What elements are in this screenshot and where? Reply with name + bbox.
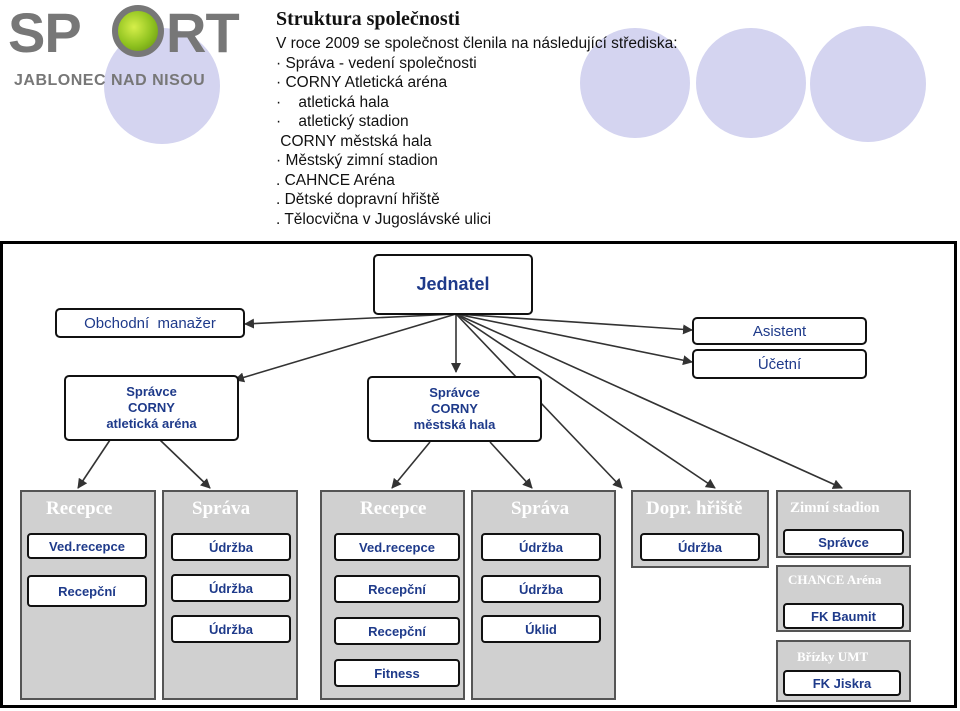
dept-item: Údržba [481, 533, 601, 561]
admin-hall-box: Správce CORNY městská hala [367, 376, 542, 442]
dept-column-head: Správa [192, 498, 251, 519]
dept-column-head: Dopr. hřiště [646, 498, 743, 519]
logo-subtitle: JABLONEC NAD NISOU [14, 72, 206, 89]
dept-column-head: Břízky UMT [797, 649, 869, 664]
dept-column-head: Recepce [360, 498, 427, 519]
header-line: . CAHNCE Aréna [276, 172, 395, 189]
admin-arena-line: Správce [126, 384, 177, 399]
admin-arena-box: Správce CORNY atletická aréna [64, 375, 239, 441]
decor-circle [810, 26, 926, 142]
admin-arena-line: atletická aréna [106, 416, 197, 431]
accountant-label: Účetní [757, 355, 802, 373]
dept-item: Úklid [481, 615, 601, 643]
admin-hall-line: CORNY [431, 401, 478, 416]
header-line: · atletická hala [276, 94, 389, 111]
header-line: · CORNY Atletická aréna [276, 74, 448, 91]
header-line: · Správa - vedení společnosti [276, 55, 477, 72]
ceo-label: Jednatel [416, 274, 490, 294]
accountant-box: Účetní [692, 349, 867, 379]
admin-arena-line: CORNY [128, 400, 175, 415]
sales-manager-label: Obchodní manažer [84, 314, 216, 332]
dept-item: Recepční [334, 617, 460, 645]
decor-circle [580, 28, 690, 138]
dept-column-head: Správa [511, 498, 570, 519]
dept-item: Recepční [334, 575, 460, 603]
logo-ball-icon [112, 5, 164, 57]
assistant-box: Asistent [692, 317, 867, 345]
decor-circle [696, 28, 806, 138]
dept-item: FK Baumit [783, 603, 904, 629]
dept-item: Ved.recepce [27, 533, 147, 559]
dept-item: Údržba [171, 574, 291, 602]
header-line: · atletický stadion [276, 113, 409, 130]
dept-item: Ved.recepce [334, 533, 460, 561]
header-line: · Městský zimní stadion [276, 152, 438, 169]
header-line: V roce 2009 se společnost členila na nás… [276, 35, 678, 52]
assistant-label: Asistent [752, 322, 807, 340]
dept-item: Údržba [481, 575, 601, 603]
dept-item: Údržba [171, 533, 291, 561]
header-line: . Tělocvična v Jugoslávské ulici [276, 211, 492, 228]
admin-hall-line: Správce [429, 385, 480, 400]
admin-hall-line: městská hala [413, 417, 496, 432]
dept-item: Recepční [27, 575, 147, 607]
dept-column-head: Recepce [46, 498, 113, 519]
dept-item: Údržba [171, 615, 291, 643]
dept-column-head: Zimní stadion [790, 500, 880, 516]
dept-column-head: CHANCE Aréna [788, 572, 882, 587]
dept-item: FK Jiskra [783, 670, 901, 696]
header-line: CORNY městská hala [276, 133, 432, 150]
logo-word-left: SP [8, 1, 82, 64]
dept-item: Správce [783, 529, 904, 555]
ceo-box: Jednatel [373, 254, 533, 315]
sales-manager-box: Obchodní manažer [55, 308, 245, 338]
dept-item: Fitness [334, 659, 460, 687]
dept-item: Údržba [640, 533, 760, 561]
page-title: Struktura společnosti [276, 8, 460, 30]
header-line: . Dětské dopravní hřiště [276, 191, 440, 208]
logo-word-right: RT [166, 1, 240, 64]
